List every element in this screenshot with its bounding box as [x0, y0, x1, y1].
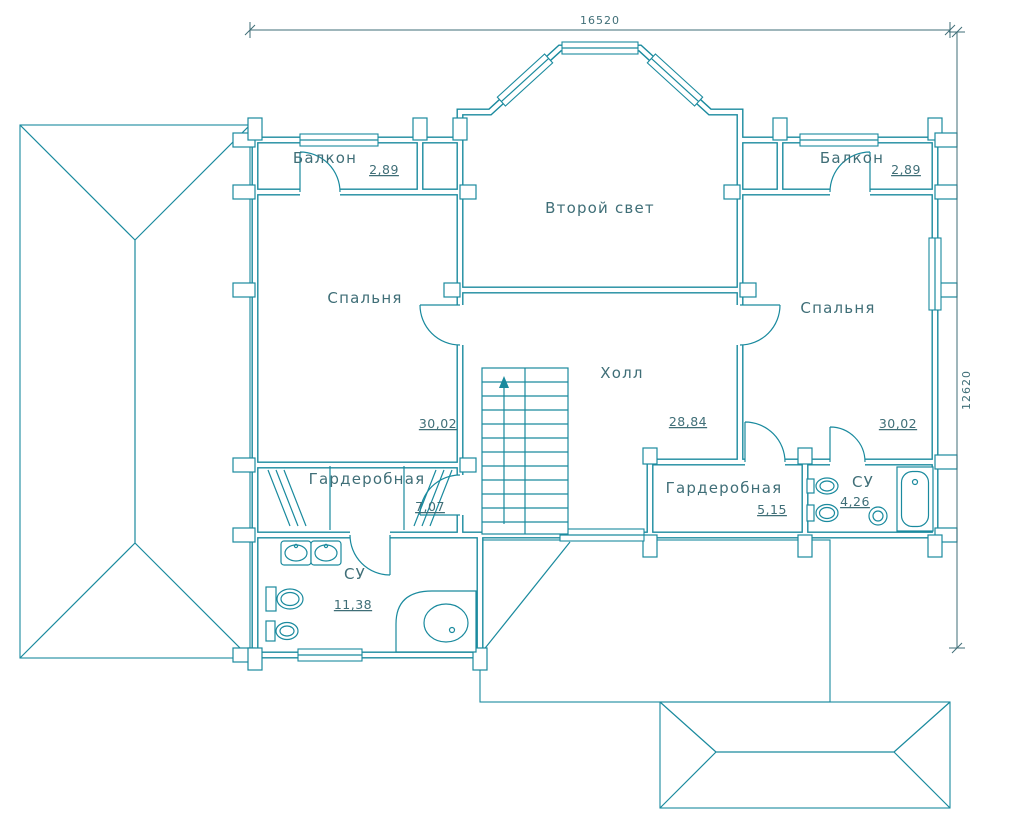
room-area-wardrobe-right: 5,15	[757, 502, 787, 517]
room-area-wardrobe-left: 7,07	[415, 499, 445, 514]
wardrobe-rail-marks	[267, 466, 453, 530]
bathtub-right	[896, 466, 934, 532]
room-area-balcony-right: 2,89	[891, 162, 921, 177]
room-label-bedroom-left: Спальня	[327, 289, 402, 307]
washbasin-right	[868, 506, 888, 526]
door-bedroom-right	[739, 304, 781, 346]
window-balcony-right	[799, 133, 879, 147]
window-bay-right	[646, 53, 704, 107]
window-hall-bottom	[559, 528, 645, 542]
window-bathroom-left-bottom	[297, 648, 363, 662]
room-area-bathroom-left: 11,38	[334, 597, 372, 612]
room-label-wardrobe-right: Гардеробная	[666, 479, 783, 497]
sink-left-1	[280, 540, 312, 566]
room-label-balcony-right: Балкон	[820, 149, 884, 167]
windows	[297, 41, 942, 662]
window-bedroom-right-wall	[928, 237, 942, 311]
room-area-bathroom-right: 4,26	[840, 494, 870, 509]
roof-bottom-right	[659, 701, 951, 809]
room-label-bedroom-right: Спальня	[800, 299, 875, 317]
toilet-right	[806, 503, 839, 523]
room-label-balcony-left: Балкон	[293, 149, 357, 167]
roof-left	[19, 124, 251, 659]
dimension-top: 16520	[244, 14, 956, 38]
door-balcony-right	[829, 151, 871, 193]
door-wardrobe-right	[744, 421, 786, 463]
window-balcony-left	[299, 133, 379, 147]
stairs-direction-arrow	[499, 376, 509, 388]
corner-bathtub-left	[395, 590, 477, 653]
dimension-right: 12620	[949, 26, 973, 654]
window-bay-top	[561, 41, 639, 55]
sink-right	[806, 477, 839, 495]
toilet-left	[265, 586, 304, 612]
room-label-wardrobe-left: Гардеробная	[309, 470, 426, 488]
dimension-right-value: 12620	[960, 370, 973, 410]
door-bedroom-left	[419, 304, 461, 346]
dimension-annotations: 16520 12620	[244, 14, 973, 654]
door-bathroom-right	[829, 426, 866, 463]
room-label-bathroom-right: СУ	[852, 473, 874, 491]
room-label-second-light: Второй свет	[545, 199, 655, 217]
room-label-bathroom-left: СУ	[344, 565, 366, 583]
room-area-bedroom-left: 30,02	[419, 416, 457, 431]
window-bay-left	[496, 53, 554, 107]
door-bathroom-left	[349, 534, 391, 576]
dimension-top-value: 16520	[580, 14, 620, 27]
room-area-hall: 28,84	[669, 414, 707, 429]
staircase	[481, 367, 569, 535]
room-area-bedroom-right: 30,02	[879, 416, 917, 431]
room-labels: Балкон 2,89 Балкон 2,89 Второй свет Спал…	[293, 149, 921, 612]
room-area-balcony-left: 2,89	[369, 162, 399, 177]
bidet-left	[265, 620, 299, 642]
sink-left-2	[310, 540, 342, 566]
roof-bottom-center	[479, 539, 831, 703]
room-label-hall: Холл	[600, 364, 643, 382]
log-end-tabs	[232, 117, 958, 671]
door-balcony-left	[299, 151, 341, 193]
fixtures	[265, 466, 934, 653]
